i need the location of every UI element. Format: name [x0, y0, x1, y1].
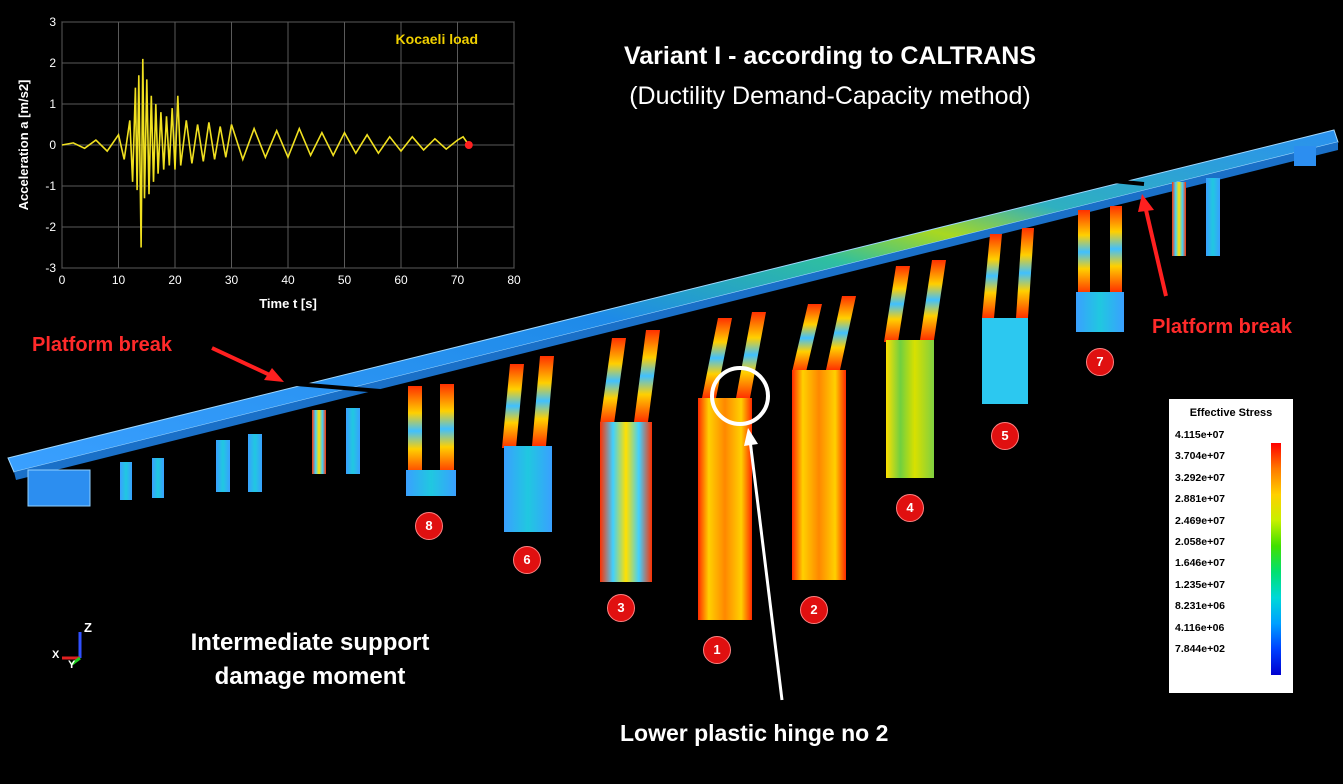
abutment-right: [1294, 146, 1316, 166]
platform-break-left-arrow: [211, 346, 273, 378]
axis-y-label: Y: [68, 659, 76, 668]
pier-2: [792, 296, 856, 580]
support-badge-5: 5: [991, 422, 1019, 450]
platform-break-left-joint: [283, 381, 381, 393]
legend-value: 3.292e+07: [1175, 471, 1225, 484]
chart-y-tick-label: -1: [45, 179, 56, 193]
pier-b: [216, 440, 230, 492]
legend-color-bar: [1271, 443, 1281, 675]
support-badge-1: 1: [703, 636, 731, 664]
legend-value: 2.881e+07: [1175, 493, 1225, 506]
legend-value: 8.231e+06: [1175, 600, 1225, 613]
chart-x-tick-label: 70: [451, 273, 465, 287]
chart-y-tick-label: 1: [49, 97, 56, 111]
chart-x-tick-label: 20: [168, 273, 182, 287]
platform-break-left-label: Platform break: [32, 334, 173, 356]
hinge-pointer-arrow: [748, 439, 784, 701]
platform-break-right-joint: [1061, 174, 1145, 186]
pier-3: [600, 330, 660, 582]
legend-title: Effective Stress: [1189, 407, 1273, 419]
legend-value: 1.646e+07: [1175, 557, 1225, 570]
support-badge-6: 6: [513, 546, 541, 574]
caption-line-1: Intermediate support: [190, 629, 430, 656]
pier-1: [698, 312, 766, 620]
chart-y-tick-label: -3: [45, 261, 56, 275]
hinge-label: Lower plastic hinge no 2: [620, 720, 889, 746]
chart-x-tick-label: 50: [338, 273, 352, 287]
chart-x-tick-label: 10: [112, 273, 126, 287]
chart-x-tick-label: 80: [507, 273, 521, 287]
pier-8: [406, 384, 456, 496]
chart-x-tick-label: 0: [59, 273, 66, 287]
platform-break-right-label: Platform break: [1152, 316, 1293, 338]
axis-triad-icon: Z X Y: [52, 620, 92, 668]
title-line-1: Variant I - according to CALTRANS: [623, 42, 1037, 70]
stress-legend: Effective Stress 4.115e+07 3.704e+07 3.2…: [1168, 398, 1294, 694]
support-badge-8: 8: [415, 512, 443, 540]
support-badge-4: 4: [896, 494, 924, 522]
chart-y-tick-label: -2: [45, 220, 56, 234]
chart-x-axis-label: Time t [s]: [259, 296, 317, 311]
pier-7: [1076, 206, 1124, 332]
legend-value: 2.058e+07: [1175, 535, 1225, 548]
legend-value: 2.469e+07: [1175, 514, 1225, 527]
support-badge-3: 3: [607, 594, 635, 622]
pier-4: [884, 260, 946, 478]
pier-c: [312, 410, 326, 474]
legend-value: 7.844e+02: [1175, 642, 1225, 655]
chart-x-tick-label: 40: [281, 273, 295, 287]
pier-6: [502, 356, 554, 532]
pier-a: [120, 462, 132, 500]
legend-value: 4.115e+07: [1175, 429, 1225, 441]
pier-d: [1172, 182, 1186, 256]
chart-end-marker: [464, 141, 473, 149]
support-badge-2: 2: [800, 596, 828, 624]
pier-5: [982, 228, 1034, 404]
bridge-deck-edge: [14, 142, 1338, 480]
legend-labels: 4.115e+07 3.704e+07 3.292e+07 2.881e+07 …: [1175, 429, 1225, 664]
chart-y-tick-label: 0: [49, 138, 56, 152]
axis-z-label: Z: [84, 620, 92, 635]
axis-x-label: X: [52, 649, 60, 661]
title-line-2: (Ductility Demand-Capacity method): [629, 82, 1031, 110]
legend-value: 4.116e+06: [1175, 621, 1225, 634]
chart-y-tick-label: 3: [49, 15, 56, 29]
chart-series-line: [61, 58, 470, 248]
abutment-left: [27, 469, 91, 507]
legend-value: 3.704e+07: [1175, 450, 1225, 463]
hinge-circle: [710, 366, 770, 426]
caption-line-2: damage moment: [214, 663, 406, 690]
legend-value: 1.235e+07: [1175, 578, 1225, 591]
platform-break-right-arrow: [1144, 209, 1168, 297]
chart-y-axis-label: Acceleration a [m/s2]: [16, 80, 31, 211]
chart-title: Kocaeli load: [396, 31, 478, 47]
support-badge-7: 7: [1086, 348, 1114, 376]
chart-x-tick-label: 60: [394, 273, 408, 287]
chart-x-tick-label: 30: [225, 273, 239, 287]
caption: Intermediate support damage moment: [160, 626, 460, 694]
chart-y-tick-label: 2: [49, 56, 56, 70]
